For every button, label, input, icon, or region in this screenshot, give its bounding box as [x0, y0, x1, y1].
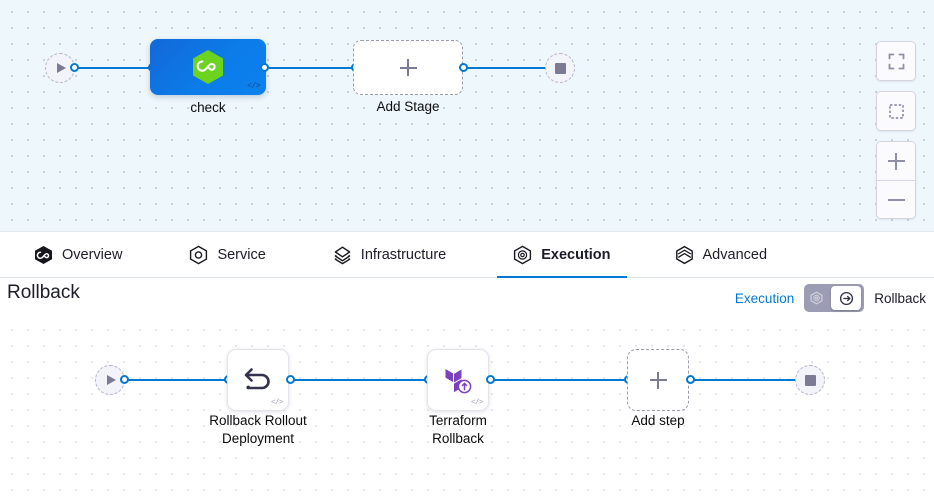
- fit-to-screen-control[interactable]: [876, 41, 916, 81]
- stage-node-label: check: [190, 100, 226, 115]
- connector-step1-to-step2: [290, 379, 427, 381]
- terraform-rollback-icon: [445, 368, 471, 393]
- pipeline-tabbar[interactable]: Overview Service In: [0, 231, 934, 279]
- tab-advanced-label: Advanced: [702, 246, 768, 263]
- step-node-label: Terraform Rollback: [388, 412, 528, 448]
- port-start-out[interactable]: [70, 63, 79, 72]
- code-badge: </>: [270, 399, 284, 407]
- tab-advanced[interactable]: Advanced: [659, 231, 784, 278]
- step-label-line2: Deployment: [221, 431, 295, 446]
- tab-execution[interactable]: Execution: [497, 231, 627, 279]
- step-node-label: Rollback Rollout Deployment: [188, 412, 328, 448]
- stage-canvas[interactable]: </> check Add Stage: [0, 0, 934, 231]
- stop-icon: [804, 374, 816, 386]
- add-step-button[interactable]: [627, 349, 689, 411]
- stop-icon: [554, 62, 566, 74]
- play-icon: [107, 375, 116, 385]
- tab-execution-label: Execution: [541, 246, 611, 263]
- step-node-terraform-rollback[interactable]: </>: [427, 349, 489, 411]
- rollback-header: Rollback Execution: [0, 278, 934, 318]
- plus-icon: [649, 371, 667, 389]
- port-step1-out[interactable]: [286, 375, 295, 384]
- toggle-knob[interactable]: [831, 286, 862, 310]
- step-label-line2: Rollback: [432, 431, 484, 446]
- harness-hexagon-icon: [34, 245, 53, 265]
- dashed-square-icon: [888, 103, 904, 119]
- port-check-out[interactable]: [260, 63, 269, 72]
- connector-step2-to-addstep: [490, 379, 627, 381]
- connector-addstep-to-end: [690, 379, 806, 381]
- execution-hexagon-icon: [513, 245, 532, 265]
- code-badge: </>: [247, 82, 260, 91]
- undo-arrow-icon: [244, 368, 270, 390]
- toggle-label-rollback[interactable]: Rollback: [874, 290, 926, 306]
- page-title: Rollback: [7, 282, 80, 303]
- zoom-controls[interactable]: [876, 141, 916, 219]
- pipeline-end-node[interactable]: [545, 53, 575, 83]
- step-label-line1: Rollback Rollout: [209, 413, 307, 428]
- add-stage-button[interactable]: [353, 40, 463, 95]
- execution-rollback-toggle[interactable]: Execution Rollback: [735, 284, 926, 312]
- add-stage-label: Add Stage: [376, 99, 440, 114]
- port-addstep-out[interactable]: [686, 375, 695, 384]
- step-canvas[interactable]: </> Rollback Rollout Deployment </>: [0, 318, 934, 500]
- port-rb-start-out[interactable]: [120, 375, 129, 384]
- service-hexagon-icon: [189, 245, 208, 265]
- rollback-arrow-icon: [839, 291, 853, 305]
- port-step2-out[interactable]: [486, 375, 495, 384]
- connector-addstage-to-end: [460, 67, 556, 69]
- selection-box-button[interactable]: [877, 92, 915, 130]
- connector-start-to-check: [74, 67, 156, 69]
- zoom-in-button[interactable]: [877, 142, 915, 180]
- tab-overview[interactable]: Overview: [18, 231, 138, 278]
- tab-service[interactable]: Service: [173, 231, 281, 278]
- expand-icon: [888, 53, 904, 69]
- connector-check-to-addstage: [264, 67, 356, 69]
- toggle-switch[interactable]: [804, 284, 865, 312]
- tab-infrastructure-label: Infrastructure: [360, 246, 447, 263]
- minus-icon: [887, 191, 905, 208]
- tab-service-label: Service: [217, 246, 266, 263]
- plus-icon: [399, 59, 417, 76]
- execution-hexagon-icon: [810, 291, 823, 305]
- step-label-line1: Terraform: [429, 413, 487, 428]
- harness-hexagon-icon: [193, 50, 223, 84]
- step-node-rollback-rollout-deployment[interactable]: </>: [227, 349, 289, 411]
- zoom-out-button[interactable]: [877, 180, 915, 218]
- advanced-cube-icon: [675, 245, 694, 265]
- add-step-label: Add step: [631, 413, 685, 428]
- selection-box-control[interactable]: [876, 91, 916, 131]
- tab-overview-label: Overview: [62, 246, 123, 263]
- toggle-label-execution[interactable]: Execution: [734, 290, 795, 306]
- tab-infrastructure[interactable]: Infrastructure: [317, 231, 462, 278]
- code-badge: </>: [470, 399, 484, 407]
- play-icon: [57, 63, 66, 73]
- layers-diamond-icon: [333, 245, 352, 265]
- plus-icon: [887, 152, 905, 170]
- connector-start-to-step1: [124, 379, 228, 381]
- fit-to-screen-button[interactable]: [877, 42, 915, 80]
- port-addstage-out[interactable]: [459, 63, 468, 72]
- stage-node-check[interactable]: </>: [150, 39, 266, 95]
- rollback-end-node[interactable]: [795, 365, 825, 395]
